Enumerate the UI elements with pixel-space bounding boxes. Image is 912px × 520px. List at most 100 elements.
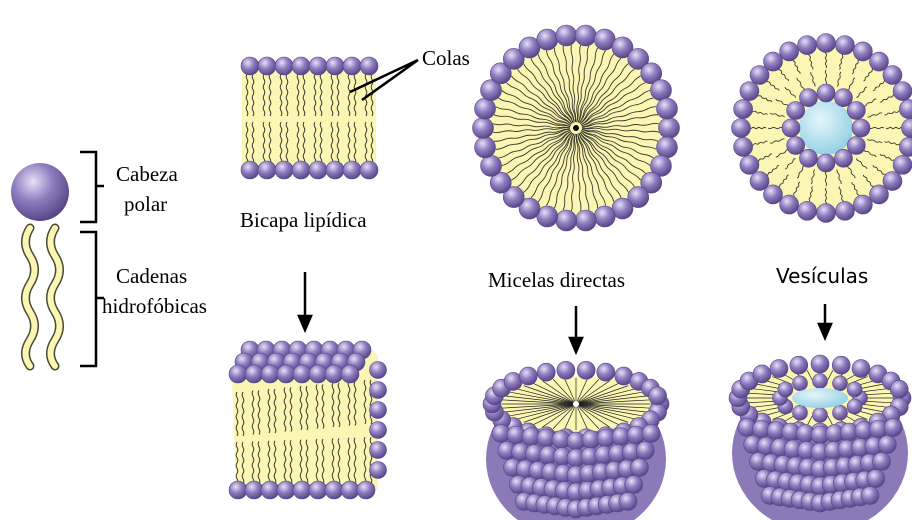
lipid-head (245, 481, 263, 499)
lipid-head (309, 57, 327, 75)
lipid-head (293, 365, 311, 383)
lipid-head (575, 25, 596, 46)
lipid-head (787, 137, 805, 155)
lipid-head (292, 57, 310, 75)
lipid-head (649, 387, 667, 405)
lipid-head (293, 481, 311, 499)
lipid-head (241, 161, 259, 179)
lipid-head (835, 149, 853, 167)
lipid-head (325, 481, 343, 499)
lipid-head (577, 361, 595, 379)
label-micelles: Micelas directas (488, 270, 625, 291)
lipid-head (370, 422, 387, 439)
lipid-head (790, 356, 808, 374)
lipid-head (861, 487, 879, 505)
lipid-head (793, 405, 808, 420)
lipid-head (292, 161, 310, 179)
label-head-line2: polar (124, 194, 167, 215)
lipid-head (341, 365, 359, 383)
lipid-head (258, 57, 276, 75)
lipid-head (778, 382, 793, 397)
lipid-head (852, 360, 870, 378)
direct-micelle (473, 25, 680, 231)
label-bilayer: Bicapa lipídica (240, 210, 367, 231)
lipid-head (764, 52, 783, 71)
lipid-head (343, 161, 361, 179)
lipid-head (261, 481, 279, 499)
bilayer-3d (229, 341, 387, 499)
lipid-head (360, 161, 378, 179)
lipid-head (277, 365, 295, 383)
lipid-head (370, 402, 387, 419)
chains-bracket (80, 232, 104, 366)
lipid-head (481, 155, 502, 176)
micelle-3d (483, 361, 669, 520)
lipid-head (277, 481, 295, 499)
lipid-head (883, 66, 902, 85)
lipid-head (869, 185, 888, 204)
lipid-head (832, 356, 850, 374)
lipid-head (817, 204, 836, 223)
lipid-head (740, 82, 759, 101)
lipid-head (782, 119, 800, 137)
lipid-head (325, 365, 343, 383)
lipid-head (594, 206, 615, 227)
lipid-head (245, 365, 263, 383)
lipid-head (309, 481, 327, 499)
lipid-head (370, 462, 387, 479)
label-tails: Colas (422, 48, 470, 69)
lipid-head (884, 419, 902, 437)
lipid-head (852, 119, 870, 137)
vesicle-3d (729, 355, 911, 520)
lipid-head (780, 195, 799, 214)
lipid-head (835, 36, 854, 55)
lipid-head (817, 34, 836, 53)
lipid-head (575, 210, 596, 231)
lipid-head (597, 363, 615, 381)
lipid-head (241, 57, 259, 75)
lipid-head (229, 365, 247, 383)
lipid-head (473, 118, 494, 139)
lipid-head (734, 100, 753, 119)
lipid-head (853, 42, 872, 61)
polar-head (11, 163, 69, 221)
lipid-head (798, 36, 817, 55)
lipid-head (556, 210, 577, 231)
lipid-head (833, 376, 848, 391)
lipid-head (341, 481, 359, 499)
lipid-head (780, 42, 799, 61)
lipid-head (817, 154, 835, 172)
lipid-head (309, 365, 327, 383)
head-bracket (80, 152, 104, 222)
lipid-head (326, 57, 344, 75)
lipid-head (275, 57, 293, 75)
label-head-line1: Cabeza (116, 164, 178, 185)
lipid-head (370, 382, 387, 399)
vesicle3d-core (792, 388, 848, 408)
lipid-head (835, 201, 854, 220)
lipid-head (847, 102, 865, 120)
lipid-head (793, 376, 808, 391)
lipid-head (229, 481, 247, 499)
lipid-head (893, 155, 912, 174)
lipid-head (734, 137, 753, 156)
lipid-head (811, 355, 829, 373)
lipid-head (817, 84, 835, 102)
lipid-head (343, 57, 361, 75)
lipid-head (625, 476, 643, 494)
lipid-head (893, 82, 912, 101)
lipid-head (475, 98, 496, 119)
lipid-head (833, 405, 848, 420)
lipid-head (656, 98, 677, 119)
lipid-head (326, 161, 344, 179)
micelle3d-center (573, 401, 579, 407)
lipid-head (370, 362, 387, 379)
lipid-head (650, 80, 671, 101)
lipid-head (636, 442, 654, 460)
lipid-head (258, 161, 276, 179)
lipid-head (813, 374, 828, 389)
lipid-head (630, 459, 648, 477)
lipid-head (873, 453, 891, 471)
lipid-head (475, 137, 496, 158)
